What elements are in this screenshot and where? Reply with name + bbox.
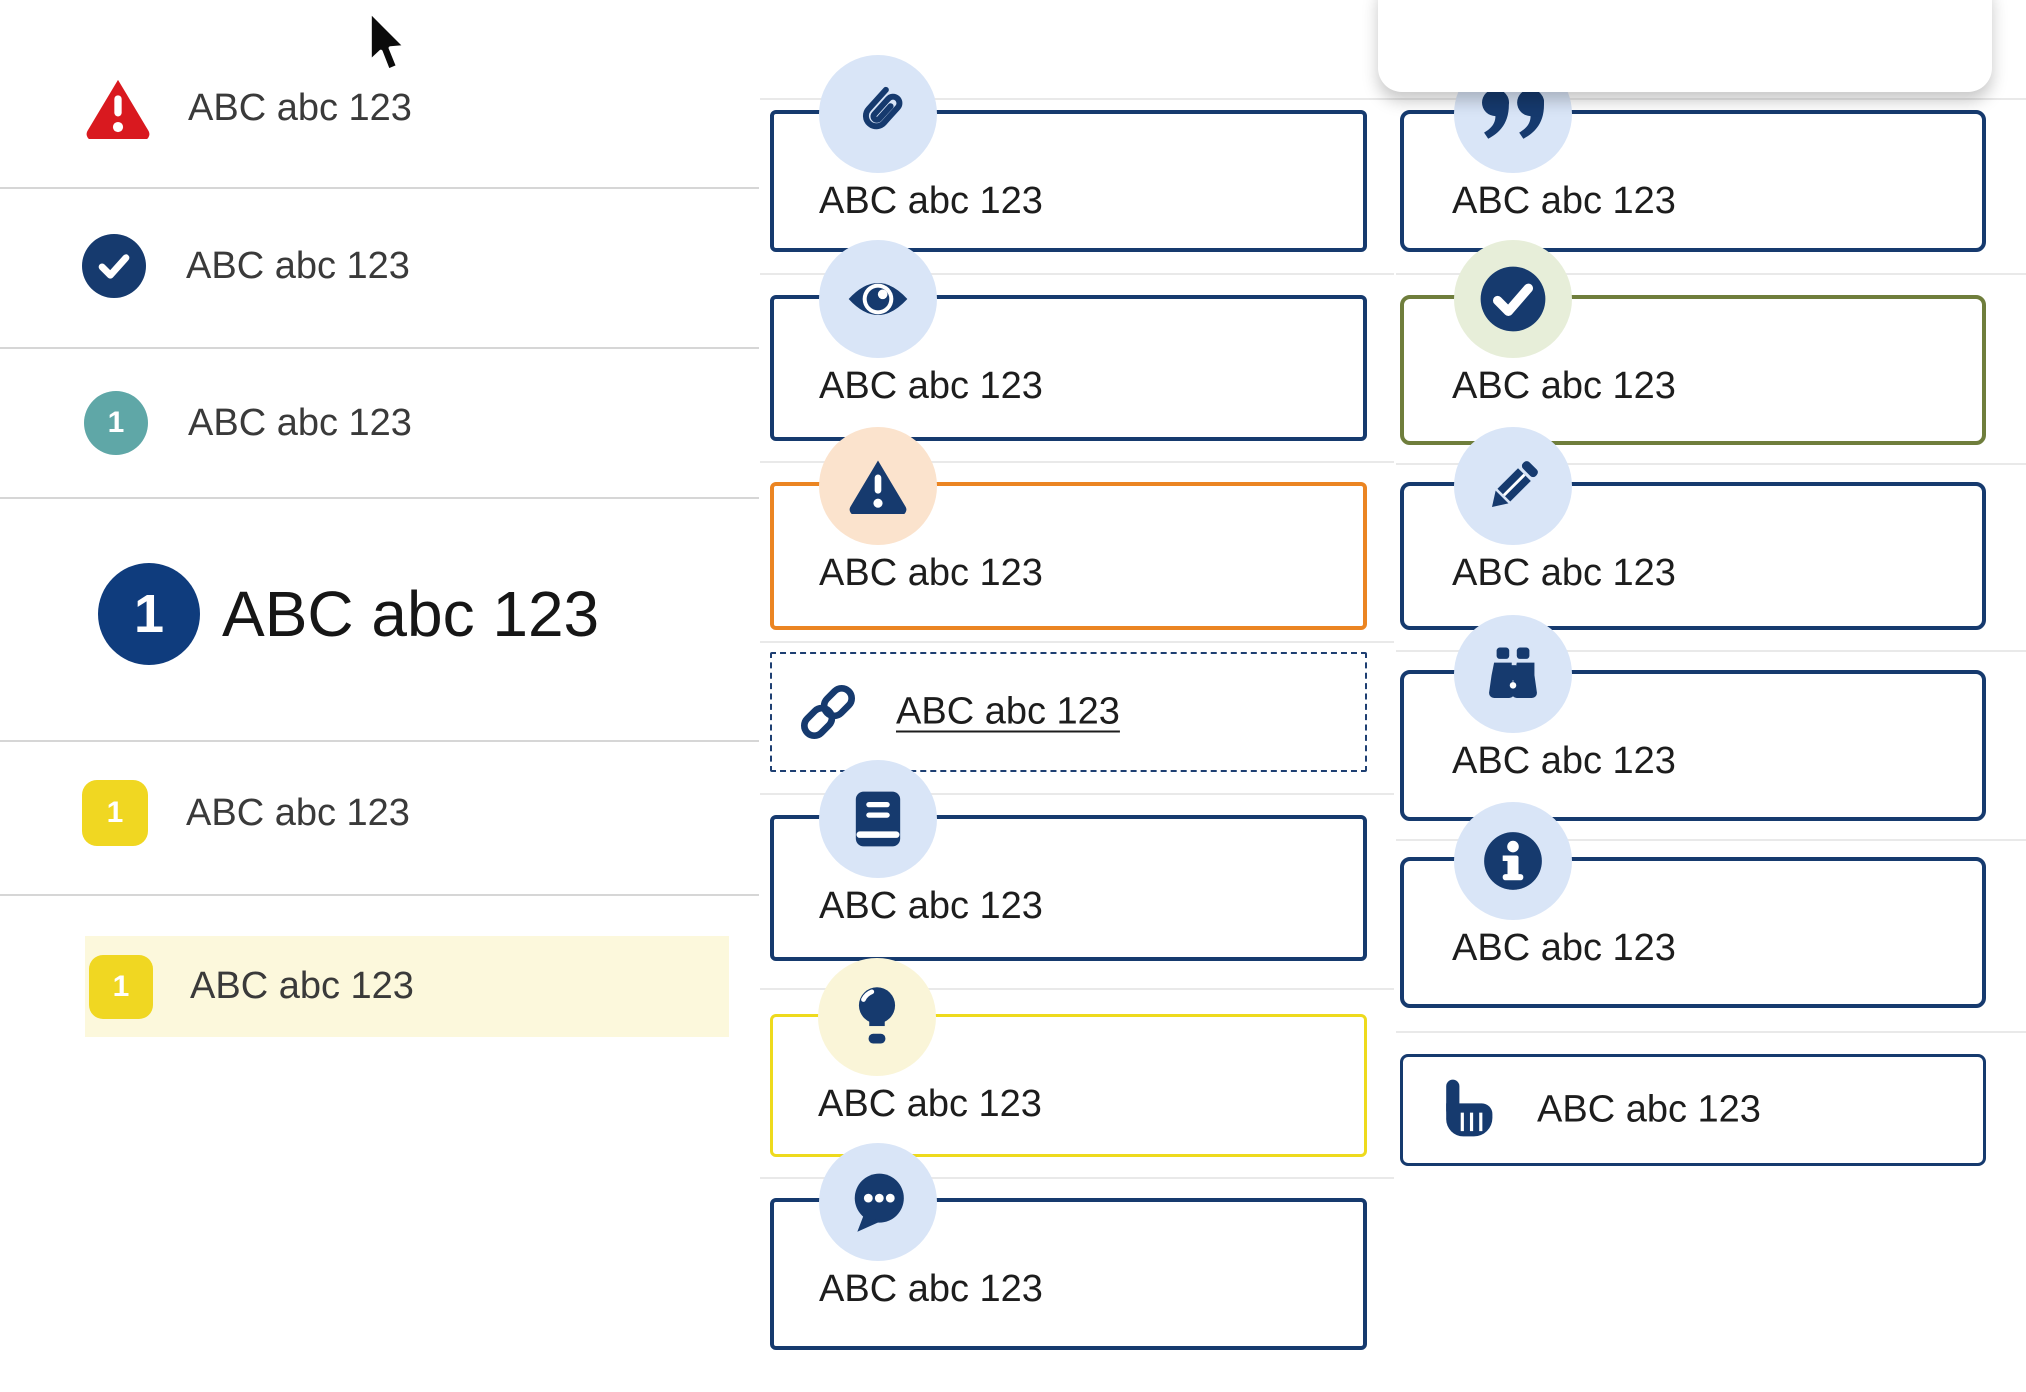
- number-badge-navy: 1: [98, 563, 200, 665]
- callout-label: ABC abc 123: [1452, 180, 1676, 222]
- divider: [1396, 839, 2026, 841]
- list-item-step-yellow: 1 ABC abc 123: [82, 780, 410, 846]
- check-circle-icon: [1454, 240, 1572, 358]
- callout-label: ABC abc 123: [1452, 365, 1676, 407]
- callout-label: ABC abc 123: [1452, 927, 1676, 969]
- lightbulb-icon: [818, 958, 936, 1076]
- divider: [760, 273, 1394, 275]
- divider: [760, 988, 1394, 990]
- list-item-step-primary: 1 ABC abc 123: [98, 563, 599, 665]
- divider: [760, 641, 1394, 643]
- card-bottom-edge: [1378, 0, 1992, 92]
- divider: [1396, 1031, 2026, 1033]
- warning-triangle-icon: [84, 77, 152, 139]
- number-chip-yellow: 1: [89, 954, 153, 1019]
- callout-label: ABC abc 123: [819, 365, 1043, 407]
- warning-triangle-icon: [819, 427, 937, 545]
- callout-label: ABC abc 123: [1452, 740, 1676, 782]
- divider: [760, 793, 1394, 795]
- callout-reference: ABC abc 123: [770, 760, 1367, 961]
- link-icon: [796, 680, 860, 744]
- number-chip-yellow: 1: [82, 780, 148, 846]
- list-item-label: ABC abc 123: [188, 86, 412, 129]
- section-heading: ABC abc 123: [222, 578, 600, 650]
- binoculars-icon: [1454, 615, 1572, 733]
- divider: [1396, 463, 2026, 465]
- mouse-cursor: [366, 10, 412, 78]
- list-item-step-yellow-selected[interactable]: 1 ABC abc 123: [85, 936, 729, 1037]
- divider: [0, 497, 759, 499]
- callout-discussion: ABC abc 123: [770, 1143, 1367, 1350]
- divider: [0, 894, 759, 896]
- divider: [1396, 273, 2026, 275]
- list-item-done: ABC abc 123: [82, 234, 410, 298]
- book-icon: [819, 760, 937, 878]
- callout-attachment: ABC abc 123: [770, 55, 1367, 252]
- info-icon: [1454, 802, 1572, 920]
- list-item-label: ABC abc 123: [190, 965, 414, 1007]
- list-item-label: ABC abc 123: [186, 244, 410, 287]
- eye-icon: [819, 240, 937, 358]
- list-item-step-teal: 1 ABC abc 123: [84, 391, 412, 455]
- callout-action[interactable]: ABC abc 123: [1400, 1054, 1986, 1166]
- callout-link: ABC abc 123: [770, 652, 1367, 772]
- pencil-icon: [1454, 427, 1572, 545]
- list-item-label: ABC abc 123: [186, 791, 410, 834]
- number-badge-teal: 1: [84, 391, 148, 455]
- callout-label: ABC abc 123: [819, 1268, 1043, 1310]
- callout-warning: ABC abc 123: [770, 427, 1367, 630]
- callout-success: ABC abc 123: [1400, 240, 1986, 445]
- callout-watch: ABC abc 123: [770, 240, 1367, 441]
- list-item-alert: ABC abc 123: [84, 74, 412, 142]
- callout-label: ABC abc 123: [818, 1083, 1042, 1125]
- callout-label: ABC abc 123: [819, 180, 1043, 222]
- callout-label: ABC abc 123: [819, 885, 1043, 927]
- callout-edit: ABC abc 123: [1400, 427, 1986, 630]
- callout-info: ABC abc 123: [1400, 802, 1986, 1008]
- paperclip-icon: [819, 55, 937, 173]
- callout-label: ABC abc 123: [819, 552, 1043, 594]
- divider: [760, 98, 2026, 100]
- callout-label: ABC abc 123: [1537, 1088, 1761, 1131]
- divider: [1396, 650, 2026, 652]
- callout-link-text[interactable]: ABC abc 123: [896, 690, 1120, 733]
- callout-tip: ABC abc 123: [770, 958, 1367, 1157]
- list-item-label: ABC abc 123: [188, 401, 412, 444]
- divider: [760, 461, 1394, 463]
- divider: [0, 740, 759, 742]
- hand-pointer-icon: [1433, 1077, 1499, 1143]
- callout-label: ABC abc 123: [1452, 552, 1676, 594]
- divider: [0, 187, 759, 189]
- chat-bubble-icon: [819, 1143, 937, 1261]
- divider: [760, 1177, 1394, 1179]
- check-circle-icon: [82, 234, 146, 298]
- divider: [0, 347, 759, 349]
- callout-quote: ABC abc 123: [1400, 55, 1986, 252]
- callout-explore: ABC abc 123: [1400, 615, 1986, 821]
